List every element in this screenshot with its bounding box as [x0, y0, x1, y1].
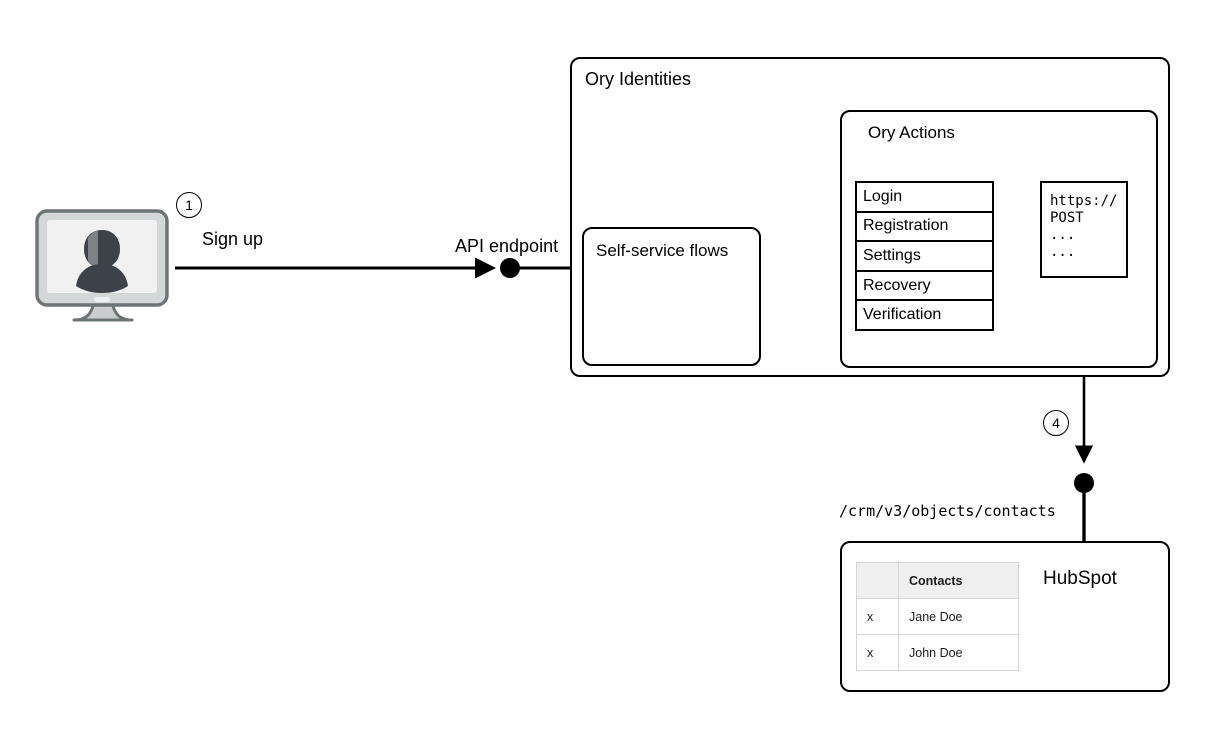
crm-path-label: /crm/v3/objects/contacts — [839, 502, 1056, 520]
table-header-row: Contacts — [856, 562, 1019, 599]
action-item-registration[interactable]: Registration — [857, 212, 992, 243]
step-badge-1: 1 — [176, 192, 202, 218]
table-cell-name: Jane Doe — [898, 598, 1019, 635]
webhook-line-body-1: ... — [1050, 227, 1076, 243]
ory-identities-title: Ory Identities — [585, 69, 692, 89]
webhook-line-body-2: ... — [1050, 244, 1076, 260]
avatar-silhouette-icon — [76, 230, 128, 293]
action-item-label: Registration — [863, 217, 949, 235]
action-item-settings[interactable]: Settings — [857, 242, 992, 272]
ory-actions-flow-list: Login Registration Settings Recovery Ver… — [855, 181, 994, 331]
action-item-label: Settings — [863, 246, 921, 264]
table-cell-name: John Doe — [898, 634, 1019, 671]
table-row[interactable]: x John Doe — [856, 634, 1019, 671]
webhook-request-box: https:// POST ... ... — [1040, 181, 1128, 278]
sign-up-label: Sign up — [202, 229, 264, 249]
hubspot-contacts-table: Contacts x Jane Doe x John Doe — [856, 562, 1019, 671]
self-service-flows-box — [582, 227, 761, 366]
action-item-verification[interactable]: Verification — [857, 301, 992, 329]
action-item-recovery[interactable]: Recovery — [857, 271, 992, 302]
hubspot-title: HubSpot — [1043, 568, 1117, 589]
table-header-mark — [856, 562, 899, 599]
step-badge-4: 4 — [1043, 410, 1069, 436]
webhook-line-method: POST — [1050, 210, 1084, 226]
api-endpoint-label: API endpoint — [455, 236, 559, 256]
self-service-flows-title: Self-service flows — [596, 241, 729, 260]
user-monitor-icon — [35, 209, 169, 322]
monitor-power-indicator — [94, 297, 110, 302]
table-cell-mark: x — [856, 598, 899, 635]
webhook-line-url: https:// — [1050, 193, 1118, 209]
ory-actions-title: Ory Actions — [868, 123, 955, 142]
action-item-login[interactable]: Login — [857, 183, 992, 213]
action-item-label: Login — [863, 187, 903, 205]
table-cell-mark: x — [856, 634, 899, 671]
table-row[interactable]: x Jane Doe — [856, 598, 1019, 635]
table-header-contacts: Contacts — [898, 562, 1019, 599]
action-item-label: Recovery — [863, 276, 931, 294]
action-item-label: Verification — [863, 306, 942, 324]
